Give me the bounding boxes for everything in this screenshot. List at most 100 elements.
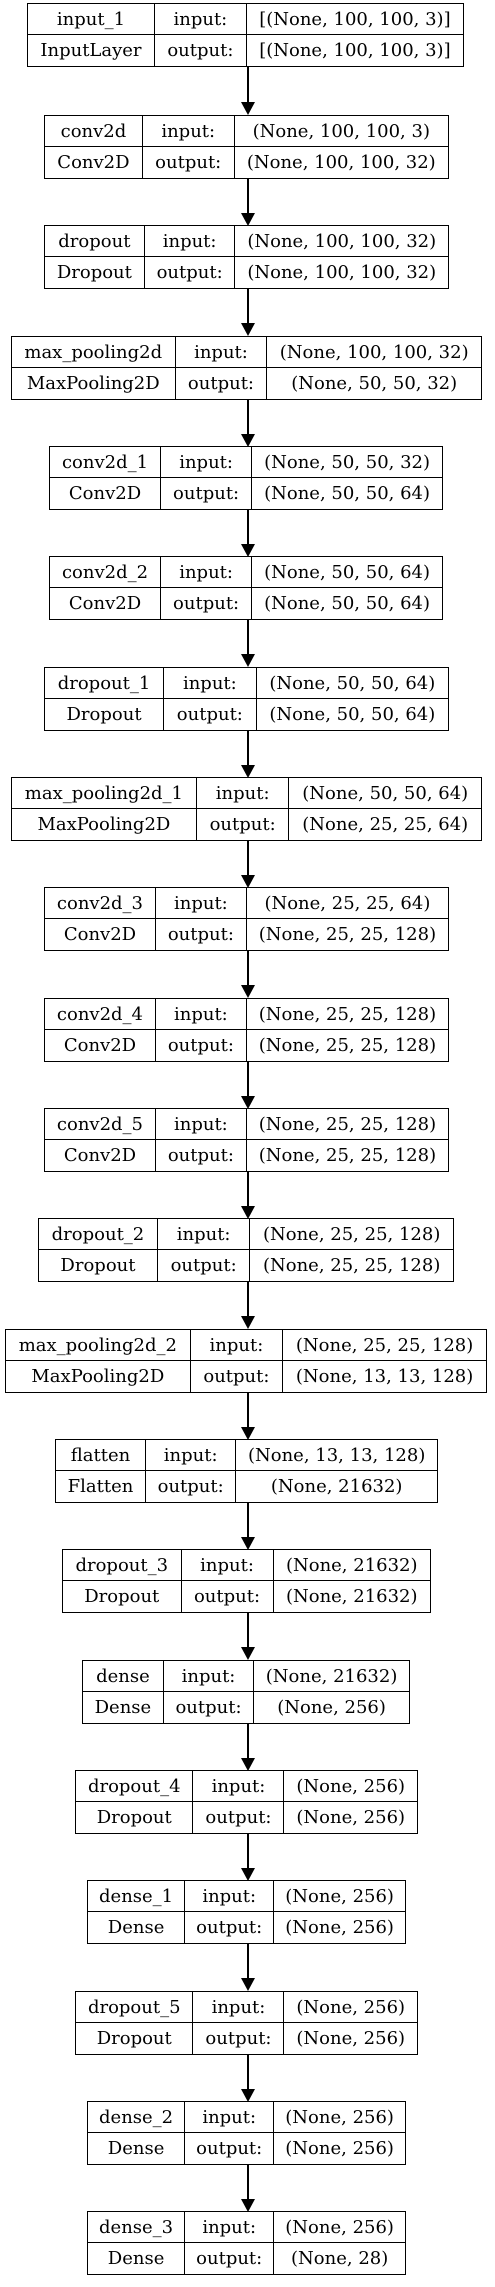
input-shape: [(None, 100, 100, 3)] xyxy=(246,4,463,35)
layer-node-dense_3: dense_3 input: (None, 256) Dense output:… xyxy=(87,2211,406,2275)
layer-node-dense: dense input: (None, 21632) Dense output:… xyxy=(82,1660,410,1724)
input-label: input: xyxy=(175,337,268,368)
arrow-head-icon xyxy=(241,544,255,557)
output-shape: (None, 256) xyxy=(277,1697,386,1718)
input-label: input: xyxy=(155,999,247,1030)
layer-node-dropout_3: dropout_3 input: (None, 21632) Dropout o… xyxy=(62,1549,431,1613)
input-shape: (None, 100, 100, 32) xyxy=(267,337,481,368)
input-label: input: xyxy=(161,447,253,478)
edge-line xyxy=(247,1833,249,1868)
layer-name: dense_1 xyxy=(88,1881,186,1912)
layer-node-dense_1: dense_1 input: (None, 256) Dense output:… xyxy=(87,1880,406,1944)
layer-type: Conv2D xyxy=(45,147,143,178)
arrow-head-icon xyxy=(241,2199,255,2212)
output-label: output: xyxy=(158,1250,251,1281)
output-shape: (None, 256) xyxy=(296,2028,406,2049)
layer-type: Dropout xyxy=(63,1581,182,1612)
edge-line xyxy=(247,2054,249,2089)
output-shape: (None, 25, 25, 64) xyxy=(302,814,469,835)
input-label: input: xyxy=(155,888,247,919)
layer-type: Dense xyxy=(88,2133,186,2164)
output-label: output: xyxy=(197,809,290,840)
layer-name: conv2d_2 xyxy=(50,557,162,588)
output-label: output: xyxy=(156,1030,247,1061)
edge-line xyxy=(247,730,249,765)
edge-line xyxy=(247,1171,249,1206)
input-shape: (None, 256) xyxy=(274,2212,405,2243)
output-label: output: xyxy=(185,2243,275,2274)
edge-line xyxy=(247,1392,249,1427)
layer-name: conv2d_5 xyxy=(45,1109,156,1140)
input-label: input: xyxy=(142,116,235,147)
edge-line xyxy=(247,619,249,654)
layer-node-conv2d_2: conv2d_2 input: (None, 50, 50, 64) Conv2… xyxy=(49,556,443,620)
input-label: input: xyxy=(193,1992,285,2023)
output-shape: (None, 25, 25, 128) xyxy=(262,1255,441,1276)
input-label: input: xyxy=(181,1550,274,1581)
layer-type: Conv2D xyxy=(45,1030,156,1061)
input-label: input: xyxy=(190,1330,284,1361)
layer-type: Dense xyxy=(88,2243,186,2274)
output-label: output: xyxy=(185,2133,275,2164)
layer-type: Conv2D xyxy=(50,588,162,619)
layer-type: MaxPooling2D xyxy=(12,368,176,399)
edge-line xyxy=(247,509,249,544)
layer-node-dense_2: dense_2 input: (None, 256) Dense output:… xyxy=(87,2101,406,2165)
input-label: input: xyxy=(145,1440,237,1471)
input-label: input: xyxy=(144,226,236,257)
output-shape: (None, 25, 25, 128) xyxy=(258,1145,437,1166)
output-label: output: xyxy=(182,1581,274,1612)
input-shape: (None, 100, 100, 32) xyxy=(235,226,448,257)
input-label: input: xyxy=(157,1219,251,1250)
output-shape: (None, 28) xyxy=(291,2248,389,2269)
layer-type: Conv2D xyxy=(45,919,156,950)
input-label: input: xyxy=(155,1109,247,1140)
layer-node-max_pooling2d: max_pooling2d input: (None, 100, 100, 32… xyxy=(11,336,482,400)
arrow-head-icon xyxy=(241,1096,255,1109)
layer-type: Flatten xyxy=(56,1471,146,1502)
output-shape: (None, 21632) xyxy=(270,1476,403,1497)
input-shape: (None, 21632) xyxy=(273,1550,430,1581)
output-shape: (None, 256) xyxy=(285,2138,394,2159)
layer-node-conv2d_4: conv2d_4 input: (None, 25, 25, 128) Conv… xyxy=(44,998,449,1062)
arrow-head-icon xyxy=(241,1537,255,1550)
output-shape: (None, 50, 50, 64) xyxy=(264,593,431,614)
input-shape: (None, 25, 25, 64) xyxy=(246,888,448,919)
input-label: input: xyxy=(161,557,253,588)
arrow-head-icon xyxy=(241,1647,255,1660)
input-shape: (None, 256) xyxy=(274,2102,405,2133)
layer-name: dropout_1 xyxy=(45,668,165,699)
layer-node-dropout: dropout input: (None, 100, 100, 32) Drop… xyxy=(44,225,449,289)
layer-type: Dropout xyxy=(76,2023,194,2054)
output-shape: (None, 25, 25, 128) xyxy=(258,924,437,945)
output-label: output: xyxy=(156,1140,247,1171)
layer-name: dropout xyxy=(45,226,145,257)
arrow-head-icon xyxy=(241,323,255,336)
edge-line xyxy=(247,399,249,434)
arrow-head-icon xyxy=(241,875,255,888)
arrow-head-icon xyxy=(241,1316,255,1329)
edge-line xyxy=(247,1502,249,1537)
input-shape: (None, 256) xyxy=(284,1771,417,1802)
input-shape: (None, 50, 50, 64) xyxy=(289,778,481,809)
output-label: output: xyxy=(193,1802,285,1833)
layer-type: Dense xyxy=(88,1912,186,1943)
arrow-head-icon xyxy=(241,985,255,998)
layer-node-max_pooling2d_2: max_pooling2d_2 input: (None, 25, 25, 12… xyxy=(5,1329,487,1393)
layer-node-dropout_1: dropout_1 input: (None, 50, 50, 64) Drop… xyxy=(44,667,449,731)
layer-node-input_1: input_1 input: [(None, 100, 100, 3)] Inp… xyxy=(27,3,464,67)
layer-name: max_pooling2d xyxy=(12,337,176,368)
output-label: output: xyxy=(164,1692,255,1723)
layer-type: Dropout xyxy=(76,1802,194,1833)
layer-type: Dropout xyxy=(39,1250,158,1281)
output-label: output: xyxy=(161,478,253,509)
output-label: output: xyxy=(146,1471,237,1502)
edge-line xyxy=(247,1061,249,1096)
layer-type: Conv2D xyxy=(45,1140,156,1171)
layer-type: InputLayer xyxy=(28,35,155,66)
layer-node-conv2d_1: conv2d_1 input: (None, 50, 50, 32) Conv2… xyxy=(49,446,443,510)
input-shape: (None, 256) xyxy=(284,1992,417,2023)
input-shape: (None, 25, 25, 128) xyxy=(246,1109,448,1140)
arrow-head-icon xyxy=(241,765,255,778)
layer-name: dropout_4 xyxy=(76,1771,194,1802)
